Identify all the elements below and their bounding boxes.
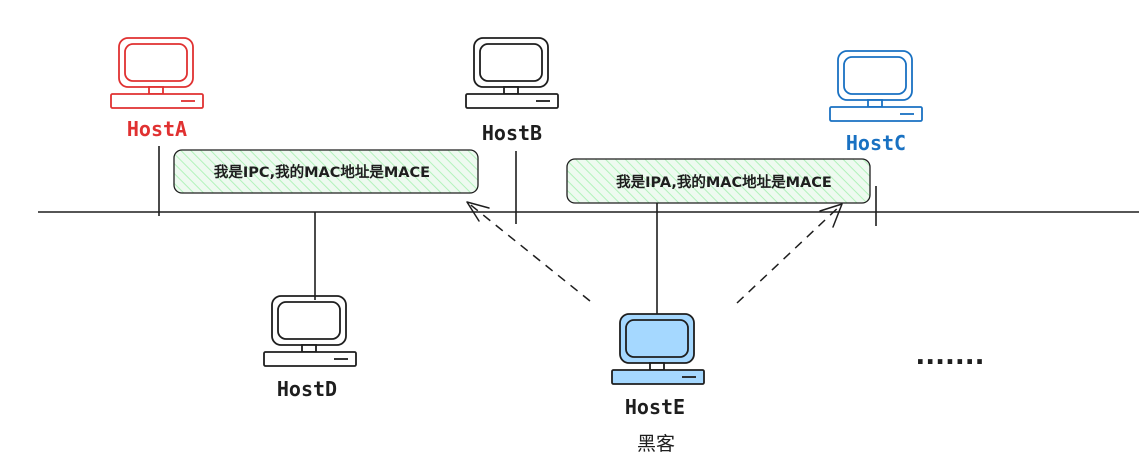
spoof-message-left-text: 我是IPC,我的MAC地址是MACE [214, 163, 430, 181]
network-bus-line [37, 210, 1139, 214]
hostb-computer-icon [465, 37, 559, 109]
hostb-label: HostB [482, 121, 542, 145]
hosta-label: HostA [127, 117, 187, 141]
attack-arrow-to-left [466, 201, 591, 302]
attack-arrow-to-right [736, 203, 843, 304]
hoste-computer-icon [611, 313, 705, 385]
hostd-label: HostD [277, 377, 337, 401]
spoof-message-right: 我是IPA,我的MAC地址是MACE [566, 158, 871, 204]
hostc-computer-icon [829, 50, 923, 122]
hostd-computer-icon [263, 295, 357, 367]
hoste-label: HostE [625, 395, 685, 419]
hosta-computer-icon [110, 37, 204, 109]
hostc-label: HostC [846, 131, 906, 155]
spoof-message-left: 我是IPC,我的MAC地址是MACE [173, 149, 479, 194]
spoof-message-right-text: 我是IPA,我的MAC地址是MACE [616, 173, 832, 191]
more-hosts-ellipsis: ....... [915, 341, 984, 371]
hoste-role-label: 黑客 [637, 433, 675, 455]
